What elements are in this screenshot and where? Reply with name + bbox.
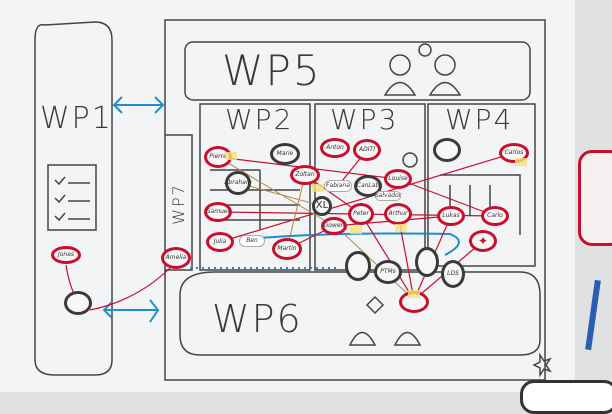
gear-icon-wp3 [402, 152, 418, 168]
node-gowen: Gowen [321, 217, 347, 235]
diamond-star-icon [365, 295, 385, 315]
node-marie: Marie [270, 143, 300, 165]
node-lukas: Lukas [437, 206, 465, 226]
node-martin: Martin [272, 238, 302, 260]
node-wp4-note [433, 138, 461, 162]
wp2-frame [199, 103, 311, 271]
node-abraham: Abraham [224, 171, 252, 195]
node-aditi: ADITI [353, 139, 381, 161]
wp3-label: WP3 [330, 103, 399, 136]
node-salvador: Salvador [374, 191, 402, 201]
blue-string [259, 232, 460, 256]
node-bottom-note [345, 251, 371, 281]
node-ptms: PTMs [374, 260, 402, 284]
node-arthur: Arthur [384, 203, 412, 225]
node-fabiana: Fabiana [324, 180, 352, 192]
node-anton: Anton [320, 138, 350, 158]
tape [225, 152, 237, 160]
node-note [64, 291, 92, 315]
node-xl: XL [312, 196, 332, 216]
node-peter: Peter [348, 203, 374, 225]
node-canlab: CanLab [354, 175, 382, 197]
side-sticker [578, 150, 612, 246]
arrow-wp1-wp5 [112, 96, 165, 114]
node-note-2 [415, 247, 439, 277]
tape [312, 184, 324, 192]
wp2-label: WP2 [225, 103, 294, 136]
wp1-frame [34, 21, 113, 376]
wp5-frame [184, 41, 531, 101]
wp7-label: WP7 [168, 183, 188, 225]
main-frame [164, 19, 546, 381]
tape [395, 224, 407, 232]
wp7-frame [165, 134, 193, 271]
tape [408, 290, 420, 298]
wp5-label: WP5 [222, 46, 322, 95]
node-amelia: Amelia [161, 247, 191, 269]
wp4-label: WP4 [445, 103, 514, 136]
gear-icon [418, 43, 432, 57]
bottom-sticker [520, 380, 612, 414]
tape [515, 158, 527, 166]
wp4-frame [427, 103, 536, 267]
wp6-frame [179, 271, 541, 356]
node-carlo: Carlo [481, 206, 509, 226]
node-julia: Julia [206, 232, 234, 252]
node-jonas: Jonas [51, 246, 81, 264]
node-star: ✦ [469, 230, 497, 252]
node-zoltan: Zoltan [290, 165, 320, 185]
tape [350, 226, 362, 234]
node-pierre: Pierre [204, 146, 232, 168]
wp6-label: WP6 [212, 297, 303, 341]
node-ben: Ben [239, 235, 265, 247]
node-samuel: Samuel [204, 202, 232, 222]
checklist-icon [47, 164, 97, 231]
node-lds: LDS [441, 260, 465, 288]
wp1-label: WP1 [40, 101, 113, 136]
node-louise: Louise [384, 169, 412, 189]
